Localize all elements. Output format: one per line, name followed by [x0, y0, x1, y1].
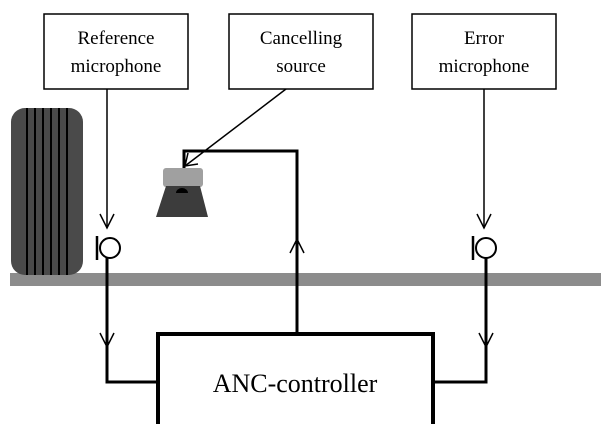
controller-to-speaker-line — [182, 149, 305, 333]
anc-controller-box: ANC-controller — [156, 332, 435, 424]
cancelling-source-label: Cancelling source — [228, 13, 374, 90]
reference-to-controller-line — [99, 258, 158, 384]
error-to-controller-line — [433, 258, 494, 384]
reference-mic-pointer — [99, 89, 115, 230]
error-mic-line2: microphone — [439, 56, 530, 77]
speaker-pointer — [184, 88, 287, 167]
reference-mic-line1: Reference — [78, 28, 155, 49]
speaker-icon — [156, 168, 208, 217]
cancelling-source-line2: source — [276, 56, 326, 77]
road-surface — [10, 273, 601, 286]
reference-mic-line2: microphone — [71, 56, 162, 77]
error-microphone-icon — [471, 236, 497, 260]
cancelling-source-line1: Cancelling — [260, 28, 343, 49]
reference-microphone-icon — [95, 236, 121, 260]
reference-microphone-label: Reference microphone — [43, 13, 189, 90]
error-microphone-label: Error microphone — [411, 13, 557, 90]
error-mic-pointer — [476, 89, 492, 230]
error-mic-line1: Error — [464, 28, 505, 49]
anc-controller-label: ANC-controller — [213, 369, 378, 398]
tyre-icon — [11, 108, 83, 275]
